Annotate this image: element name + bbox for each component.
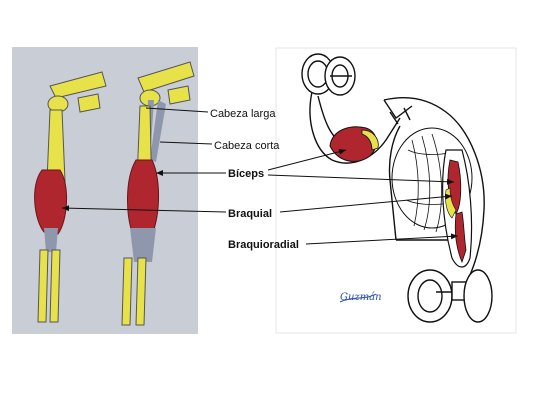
label-biceps: Bíceps	[156, 148, 455, 185]
arm-diagram-biceps	[121, 61, 195, 326]
tendon-2	[130, 228, 156, 262]
label-biceps-text: Bíceps	[228, 168, 264, 180]
ulna-2	[135, 257, 147, 326]
biceps-muscle-2	[127, 159, 159, 239]
arm-diagram-braquial	[34, 71, 107, 323]
arrow-biceps-raised-arm	[267, 148, 347, 171]
signature-flourish	[339, 293, 377, 303]
shoulder-bone-1	[49, 71, 107, 99]
ulna-1	[49, 249, 61, 323]
label-cabeza-larga: Cabeza larga	[145, 107, 276, 120]
label-braquioradial-text: Braquioradial	[228, 239, 299, 251]
tendon-1	[44, 228, 58, 252]
radius-2	[121, 257, 133, 326]
label-cabeza-corta-text: Cabeza corta	[214, 140, 280, 152]
label-braquial: Braquial	[61, 193, 453, 220]
dumbbell-bottom	[407, 269, 493, 323]
left-panel	[12, 47, 198, 334]
label-braquial-text: Braquial	[228, 208, 272, 220]
shoulder-bone-2	[137, 61, 195, 93]
radius-1	[37, 249, 49, 323]
label-braquioradial: Braquioradial	[228, 233, 459, 251]
arrow-braquioradial	[305, 233, 459, 245]
right-panel: Guzmán	[275, 47, 517, 334]
coracoid-2	[167, 85, 191, 105]
arrow-braquial-right	[279, 193, 453, 213]
biceps-tendon-short-2	[150, 100, 166, 162]
arrow-braquial-left	[61, 205, 227, 213]
label-cabeza-corta: Cabeza corta	[159, 140, 280, 152]
label-cabeza-larga-text: Cabeza larga	[210, 108, 276, 120]
figure-outline	[309, 91, 485, 293]
dumbbell-top	[301, 53, 356, 96]
brachialis-muscle-1	[34, 169, 68, 235]
arrow-biceps-lowered-arm	[267, 174, 455, 185]
shoulder-fragment-1	[77, 93, 101, 113]
